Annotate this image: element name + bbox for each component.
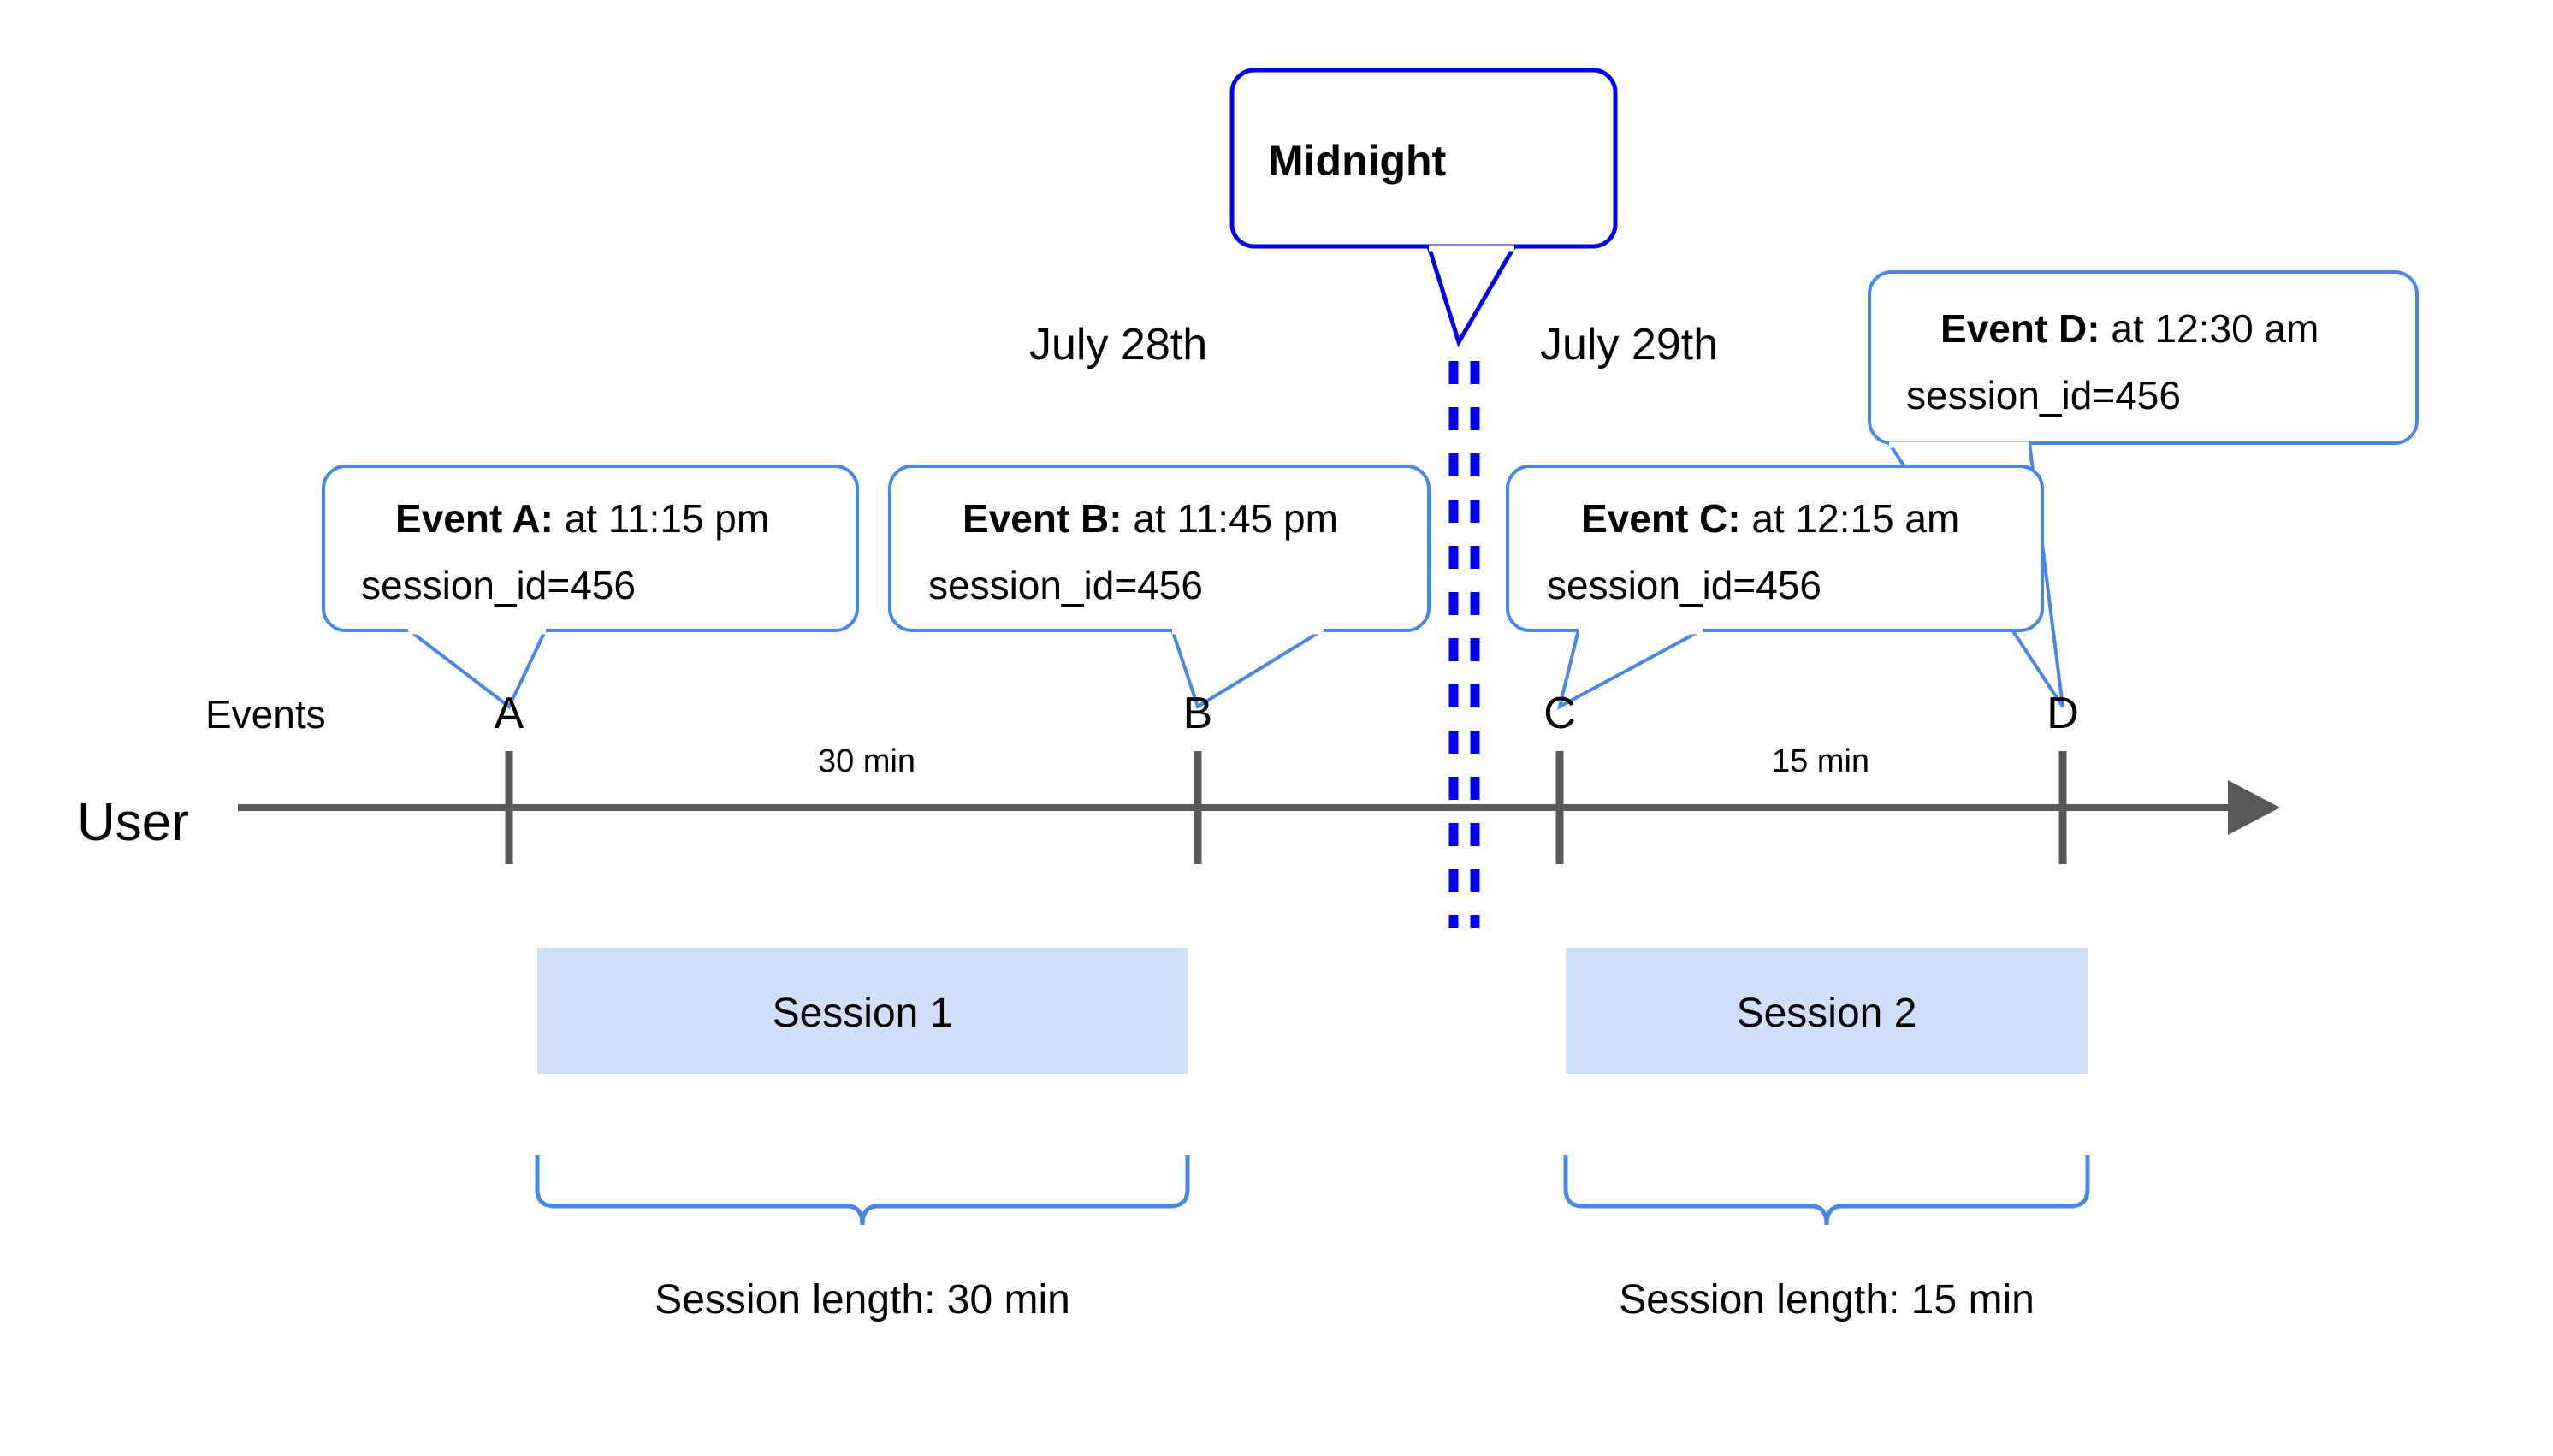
- gap-label-15-min: 15 min: [1772, 743, 1869, 779]
- session-length-label-2: Session length: 15 min: [1619, 1277, 2035, 1323]
- session-bar-2-label: Session 2: [1737, 991, 1917, 1036]
- callout-event-b-title: Event B:: [963, 496, 1122, 541]
- callout-event-d-line2: session_id=456: [1906, 373, 2181, 417]
- callout-event-d-detail: at 12:30 am: [2100, 306, 2319, 351]
- callout-event-b[interactable]: Event B: at 11:45 pm session_id=456: [888, 465, 1431, 710]
- callout-event-c[interactable]: Event C: at 12:15 am session_id=456: [1506, 465, 2044, 710]
- callout-event-d-box: [1868, 270, 2419, 445]
- callout-event-b-line2: session_id=456: [928, 563, 1203, 607]
- callout-event-b-line1: Event B: at 11:45 pm: [928, 496, 1365, 541]
- session-bar-1-label: Session 1: [773, 991, 953, 1036]
- session-bar-1[interactable]: Session 1: [537, 948, 1188, 1074]
- session-bar-2[interactable]: Session 2: [1566, 948, 2088, 1074]
- callout-event-c-title: Event C:: [1581, 496, 1741, 541]
- event-marker-letter-c: C: [1543, 689, 1576, 738]
- session-bar-2-rect: [1566, 948, 2088, 1074]
- session-bar-1-rect: [537, 948, 1188, 1074]
- callout-event-b-detail: at 11:45 pm: [1122, 496, 1338, 541]
- date-label-july-29: July 29th: [1540, 320, 1718, 370]
- callout-event-a-title: Event A:: [395, 496, 554, 541]
- event-marker-letter-a: A: [495, 689, 524, 738]
- lane-label-events: Events: [205, 692, 326, 737]
- callout-midnight-tail: [1425, 244, 1519, 348]
- timeline-axis-arrowhead: [2228, 780, 2280, 835]
- date-label-july-28: July 28th: [1029, 320, 1207, 370]
- callout-event-c-tail: [1556, 628, 1703, 710]
- session-length-label-1: Session length: 30 min: [655, 1277, 1070, 1323]
- event-marker-letter-d: D: [2047, 689, 2079, 738]
- lane-label-user: User: [77, 793, 189, 852]
- callout-event-a-line1: Event A: at 11:15 pm: [361, 496, 796, 541]
- callout-midnight-label: Midnight: [1268, 137, 1447, 185]
- callout-event-a-box: [322, 465, 859, 632]
- callout-event-b-box: [888, 465, 1431, 632]
- callout-event-a-detail: at 11:15 pm: [554, 496, 769, 541]
- callout-event-d-line1: Event D: at 12:30 am: [1906, 306, 2345, 351]
- callout-event-a-line2: session_id=456: [361, 563, 636, 607]
- callout-event-a[interactable]: Event A: at 11:15 pm session_id=456: [322, 465, 859, 710]
- callout-event-d-title: Event D:: [1940, 306, 2100, 351]
- callout-midnight-box: [1229, 68, 1618, 249]
- event-marker-letter-b: B: [1183, 689, 1213, 738]
- callout-event-c-line1: Event C: at 12:15 am: [1547, 496, 1986, 541]
- session-brace-2: [1563, 1155, 2090, 1226]
- callout-event-a-tail: [403, 628, 549, 710]
- callout-event-c-detail: at 12:15 am: [1741, 496, 1960, 541]
- gap-label-30-min: 30 min: [818, 743, 915, 779]
- callout-event-c-box: [1506, 465, 2044, 632]
- callout-midnight[interactable]: Midnight: [1229, 68, 1618, 348]
- session-brace-1: [535, 1155, 1190, 1226]
- callout-event-c-line2: session_id=456: [1547, 563, 1821, 607]
